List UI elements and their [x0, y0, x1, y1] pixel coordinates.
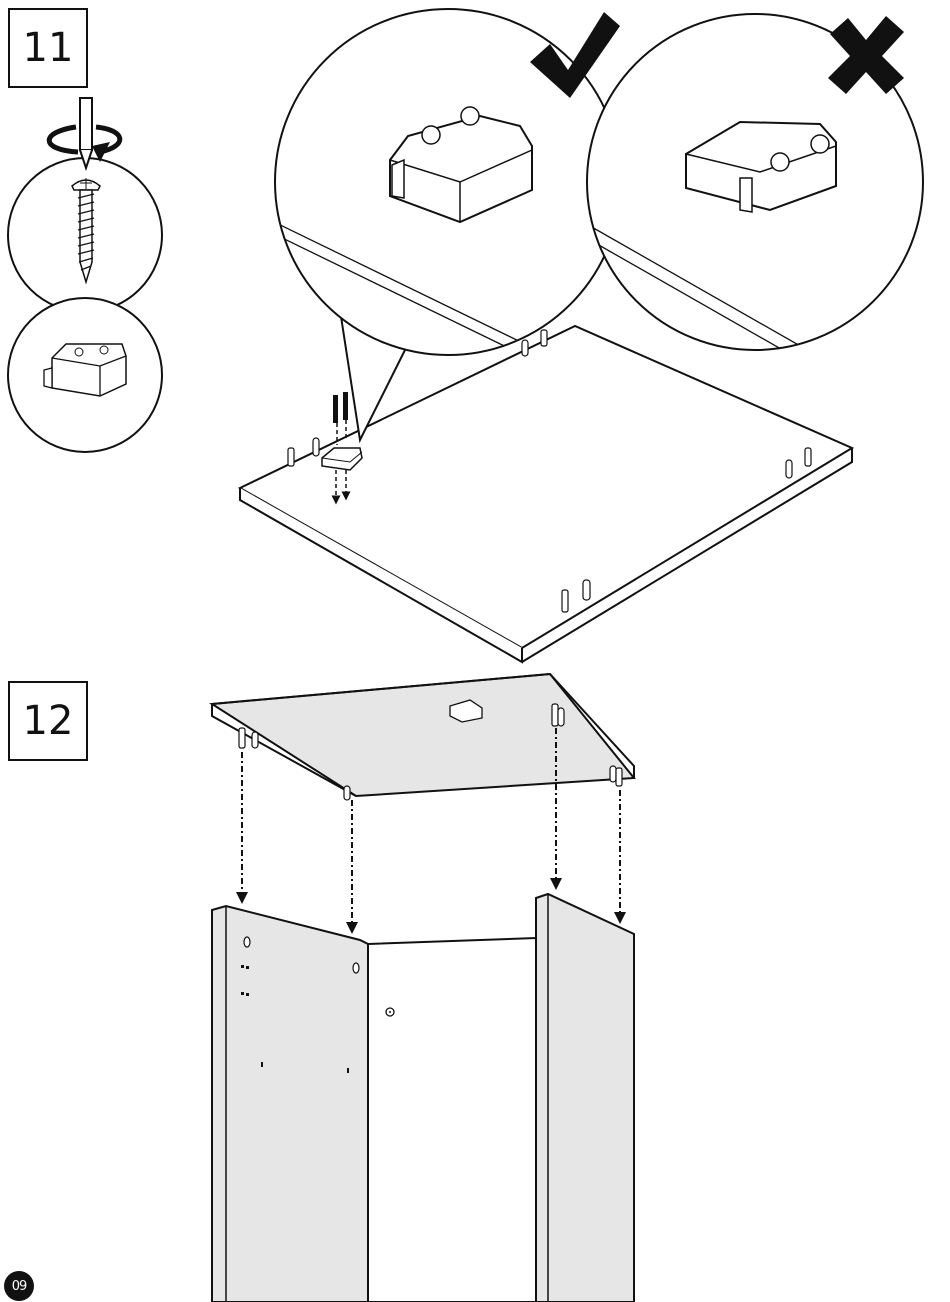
- screw-detail-group: [8, 98, 162, 312]
- latch-detail-group: [8, 298, 162, 452]
- page-number-label: 09: [12, 1279, 27, 1294]
- left-side-panel: [212, 906, 368, 1302]
- top-panel-step11: [240, 310, 852, 662]
- screwdriver-icon: [80, 98, 92, 168]
- cabinet-frame: [212, 894, 634, 1302]
- page-number: 09: [4, 1271, 34, 1301]
- right-side-panel: [536, 894, 634, 1302]
- top-panel-step12: [212, 674, 634, 800]
